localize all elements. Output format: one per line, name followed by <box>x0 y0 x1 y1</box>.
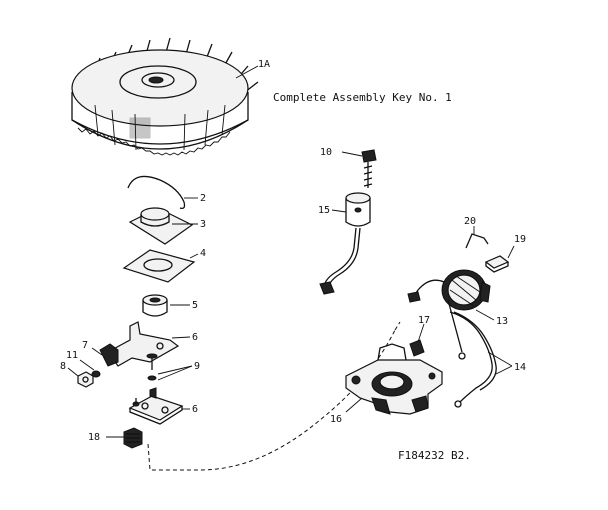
callout-3: 3 <box>200 219 206 230</box>
callout-6-bottom: 6 <box>192 404 198 415</box>
assembly-title: Complete Assembly Key No. 1 <box>273 91 452 104</box>
callout-5: 5 <box>192 300 198 311</box>
callout-19: 19 <box>514 234 526 245</box>
hex-nut-8 <box>77 371 94 388</box>
screw-9 <box>146 353 158 381</box>
condenser-block <box>123 427 143 449</box>
figure-id: F184232 B2. <box>398 449 471 462</box>
callout-4: 4 <box>200 248 206 259</box>
callout-17: 17 <box>418 315 430 326</box>
callout-16: 16 <box>330 414 342 425</box>
callout-10: 10 <box>320 147 332 158</box>
callout-13: 13 <box>496 316 508 327</box>
lead-wires <box>449 311 497 408</box>
dashed-lead-wire <box>147 329 396 471</box>
mounting-bracket <box>128 387 184 425</box>
callout-18: 18 <box>88 432 100 443</box>
callout-6-top: 6 <box>192 332 198 343</box>
lock-washer-11 <box>91 370 101 378</box>
cover-plate <box>122 249 196 283</box>
callout-14: 14 <box>514 362 526 373</box>
ignition-coil <box>407 269 491 360</box>
spring <box>127 175 186 210</box>
flywheel <box>71 37 259 156</box>
magneto-housing <box>345 339 443 415</box>
clip-19 <box>484 255 510 273</box>
breaker-bracket <box>99 321 180 367</box>
callout-1A: 1A <box>258 59 270 70</box>
callout-11: 11 <box>66 350 78 361</box>
callout-8: 8 <box>60 361 66 372</box>
callout-2: 2 <box>200 193 206 204</box>
callout-7: 7 <box>82 340 88 351</box>
retainer-washer <box>128 207 194 245</box>
screw-10 <box>361 149 377 188</box>
cam-bushing <box>142 294 168 317</box>
callout-15: 15 <box>318 205 330 216</box>
callout-9: 9 <box>194 361 200 372</box>
spark-plug-connector <box>319 192 371 295</box>
callout-20: 20 <box>464 216 476 227</box>
ground-wire-20 <box>465 233 489 249</box>
leader-1A <box>235 65 259 79</box>
